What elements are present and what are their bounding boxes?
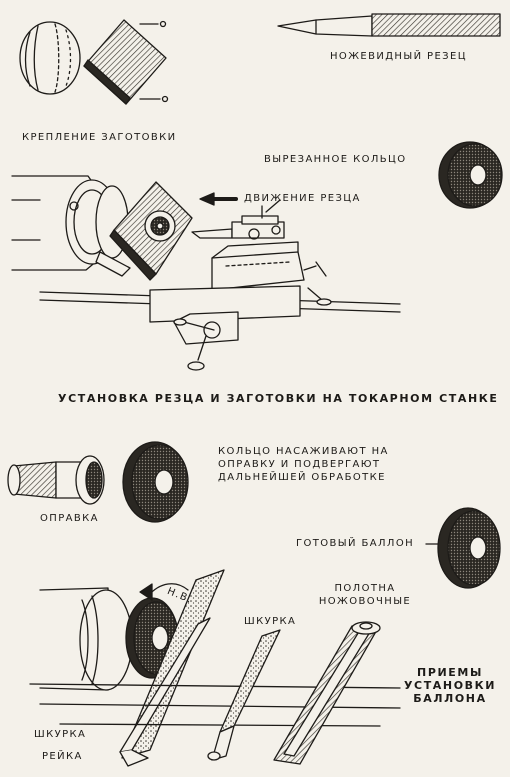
hacksaw-line-2: НОЖОВОЧНЫЕ [318, 596, 412, 607]
label-knife-cutter: НОЖЕВИДНЫЙ РЕЗЕЦ [330, 51, 467, 62]
label-hacksaw-blades: ПОЛОТНА НОЖОВОЧНЫЕ [310, 582, 420, 608]
label-cutter-motion: ДВИЖЕНИЕ РЕЗЦА [244, 193, 361, 204]
lathe-headstock-icon [11, 175, 131, 277]
mandrel-note-line-3: ДАЛЬНЕЙШЕЙ ОБРАБОТКЕ [218, 472, 386, 483]
mandrel-note-line-1: КОЛЬЦО НАСАЖИВАЮТ НА [218, 446, 389, 457]
guide-rods-icon [29, 683, 401, 727]
motion-arrow-icon [199, 192, 238, 206]
techniques-line-3: БАЛЛОНА [413, 692, 487, 705]
label-fastening: КРЕПЛЕНИЕ ЗАГОТОВКИ [22, 132, 177, 143]
sandpaper-handle-icon [207, 629, 281, 761]
hacksaw-blades-icon [273, 621, 381, 765]
workpiece-disc-icon [19, 21, 81, 95]
ring-on-mandrel-icon [122, 441, 189, 523]
label-sandpaper-bottom: ШКУРКА [34, 729, 87, 740]
techniques-line-1: ПРИЕМЫ [417, 666, 483, 679]
label-mandrel: ОПРАВКА [40, 513, 99, 524]
mounting-block-icon [83, 19, 169, 105]
lathe-spindle-icon [39, 587, 179, 691]
label-sandpaper-top: ШКУРКА [244, 616, 297, 627]
finished-balloon-icon [425, 507, 501, 589]
label-cut-ring: ВЫРЕЗАННОЕ КОЛЬЦО [264, 154, 407, 165]
rotation-arrow-icon [139, 583, 189, 601]
mandrel-icon [7, 455, 105, 505]
techniques-line-2: УСТАНОВКИ [403, 679, 497, 692]
label-rail: РЕЙКА [42, 751, 83, 762]
lathe-bed-icon [39, 285, 401, 371]
tool-post-icon [191, 199, 327, 291]
hacksaw-line-1: ПОЛОТНА [334, 583, 396, 594]
label-mandrel-note: КОЛЬЦО НАСАЖИВАЮТ НА ОПРАВКУ И ПОДВЕРГАЮ… [218, 445, 418, 484]
mandrel-note-line-2: ОПРАВКУ И ПОДВЕРГАЮТ [218, 459, 381, 470]
lathe-faceplate-block-icon [109, 181, 193, 281]
label-finished-balloon: ГОТОВЫЙ БАЛЛОН [296, 538, 415, 549]
label-techniques: ПРИЕМЫ УСТАНОВКИ БАЛЛОНА [398, 666, 502, 705]
label-lathe-setup: УСТАНОВКА РЕЗЦА И ЗАГОТОВКИ НА ТОКАРНОМ … [58, 392, 499, 405]
knife-cutter-icon [277, 13, 501, 37]
cut-ring-icon [438, 141, 503, 209]
